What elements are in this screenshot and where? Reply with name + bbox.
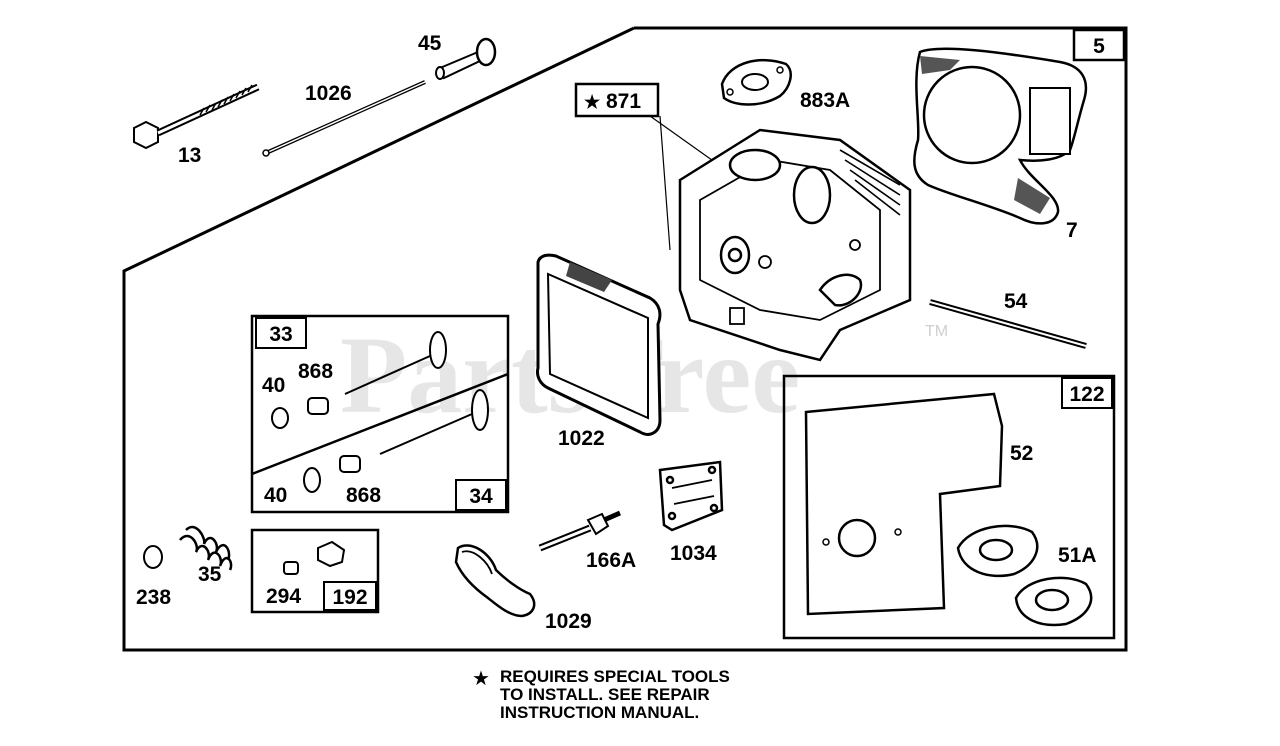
- label-122: 122: [1069, 383, 1104, 406]
- spring-part-35: [179, 525, 233, 571]
- head-gasket-part-7: [913, 47, 1088, 225]
- label-868-top: 868: [298, 360, 333, 383]
- plate-part-1034: [658, 460, 724, 532]
- label-868-bottom: 868: [346, 484, 381, 507]
- gasket-part-51A: [956, 524, 1093, 627]
- star-icon: ★: [584, 92, 601, 112]
- fitting-part-294: [283, 540, 346, 575]
- label-1034: 1034: [670, 542, 717, 565]
- cylinder-head: [678, 128, 912, 362]
- rocker-part-1029: [454, 544, 536, 618]
- gasket-part-883A: [720, 58, 792, 106]
- label-34: 34: [469, 485, 493, 508]
- label-166A: 166A: [586, 549, 636, 572]
- label-1022: 1022: [558, 427, 605, 450]
- box-34: [455, 479, 507, 511]
- watermark-tm: TM: [925, 323, 948, 340]
- label-192: 192: [332, 586, 367, 609]
- label-51A: 51A: [1058, 544, 1097, 567]
- gasket-part-52: [804, 392, 1004, 616]
- special-tools-note: REQUIRES SPECIAL TOOLS TO INSTALL. SEE R…: [500, 668, 820, 722]
- label-40-bottom: 40: [264, 484, 287, 507]
- pushrod-part-1026: [262, 80, 426, 157]
- note-line-1: REQUIRES SPECIAL TOOLS: [500, 667, 730, 686]
- note-line-3: INSTRUCTION MANUAL.: [500, 703, 700, 722]
- box-122: [1061, 377, 1113, 409]
- stud-part-54: [929, 299, 1087, 349]
- kit-box-122: [782, 374, 1116, 640]
- label-871: 871: [606, 90, 641, 113]
- label-52: 52: [1010, 442, 1033, 465]
- exhaust-valve: [303, 389, 489, 493]
- label-35: 35: [198, 563, 222, 586]
- label-7: 7: [1066, 219, 1078, 242]
- box-192: [323, 581, 377, 611]
- callout-box-871: [574, 82, 660, 118]
- label-40-top: 40: [262, 374, 285, 397]
- kit-box-192: [250, 528, 380, 614]
- label-1029: 1029: [545, 610, 592, 633]
- label-45: 45: [418, 32, 442, 55]
- box-33: [255, 317, 307, 349]
- diagram-outline: [122, 26, 1128, 652]
- label-294: 294: [266, 585, 301, 608]
- valve-box-divider: [251, 372, 509, 476]
- label-13: 13: [178, 144, 201, 167]
- valve-kit-box: [250, 314, 510, 514]
- stud-part-166A: [538, 510, 622, 552]
- assembly-number: 5: [1093, 35, 1105, 58]
- label-54: 54: [1004, 290, 1028, 313]
- label-1026: 1026: [305, 82, 352, 105]
- label-883A: 883A: [800, 89, 850, 112]
- assembly-box: [1072, 28, 1126, 62]
- retainer-part-238: [143, 545, 163, 569]
- label-33: 33: [269, 323, 292, 346]
- cover-gasket-part-1022: [536, 253, 662, 436]
- label-238: 238: [136, 586, 171, 609]
- star-icon-note: ★: [472, 668, 490, 690]
- intake-valve: [271, 331, 447, 429]
- note-line-2: TO INSTALL. SEE REPAIR: [500, 685, 710, 704]
- guide-part-45: [435, 37, 497, 80]
- bolt-part-13: [133, 83, 260, 150]
